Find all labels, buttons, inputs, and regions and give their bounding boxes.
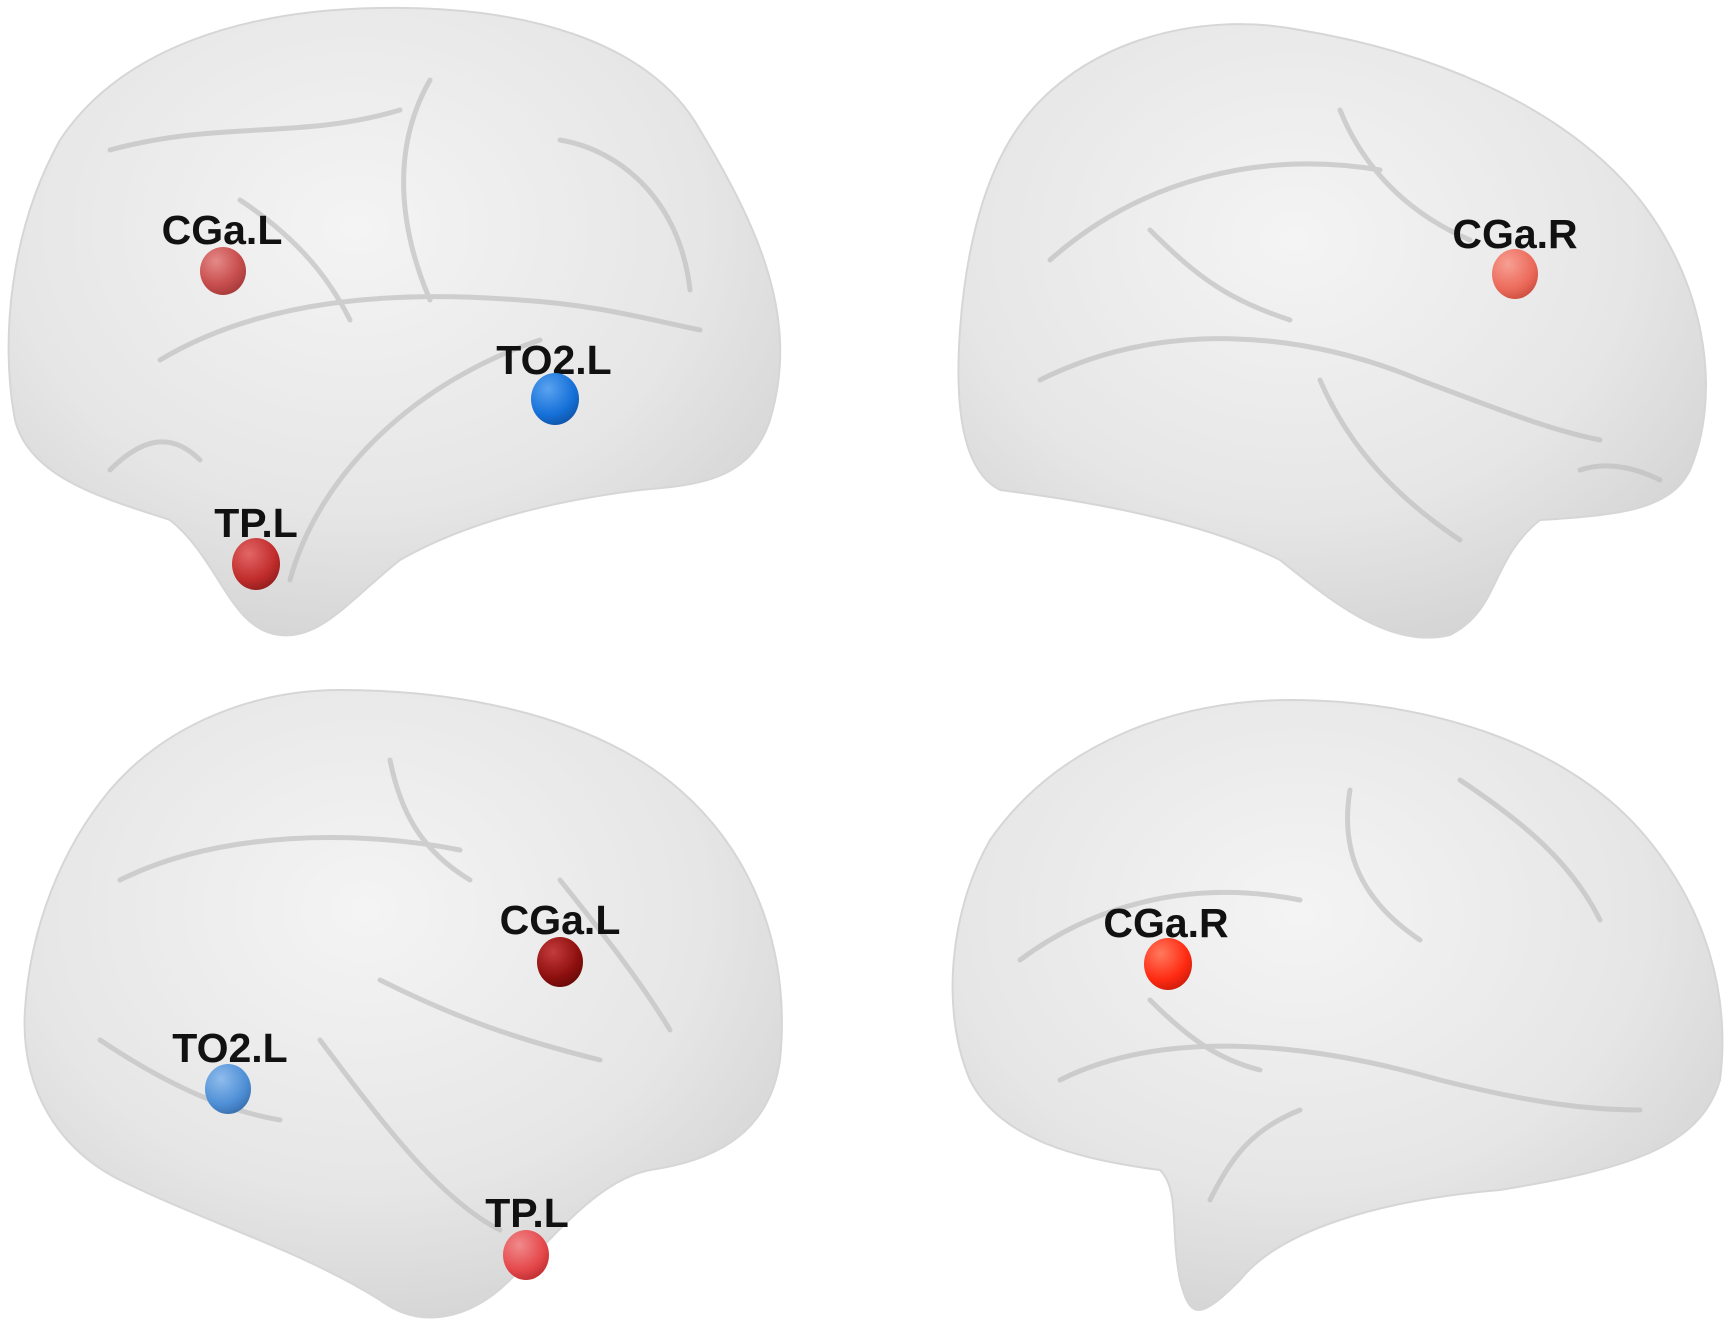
brain-right-lateral — [951, 698, 1724, 1311]
node-label: TP.L — [214, 500, 298, 546]
node-label: TP.L — [485, 1190, 569, 1236]
node-marker — [200, 247, 246, 295]
node-marker — [232, 538, 280, 590]
node-label: CGa.R — [1103, 900, 1229, 946]
node-label: CGa.L — [499, 897, 621, 943]
node-label: CGa.R — [1452, 211, 1578, 257]
node-marker — [1144, 938, 1192, 990]
node-marker — [531, 373, 579, 425]
node-marker — [205, 1064, 251, 1114]
brain-right-medial — [957, 23, 1707, 639]
node-marker — [1492, 249, 1538, 299]
brain-left-lateral — [7, 6, 782, 637]
node-label: TO2.L — [172, 1025, 288, 1071]
node-marker — [503, 1230, 549, 1280]
brain-left-medial — [23, 688, 783, 1319]
node-label: CGa.L — [161, 207, 283, 253]
node-marker — [537, 937, 583, 987]
